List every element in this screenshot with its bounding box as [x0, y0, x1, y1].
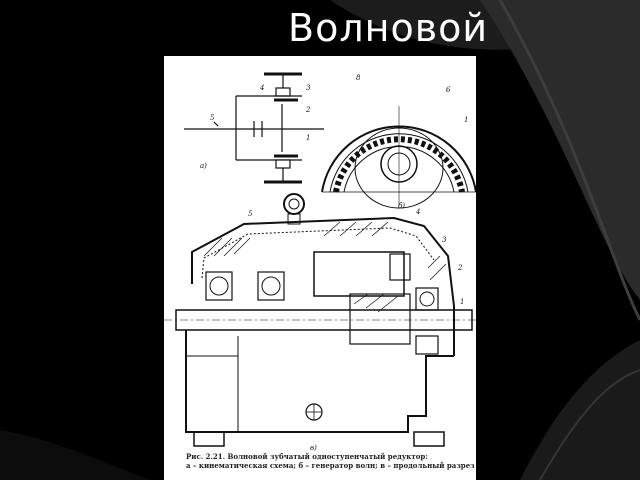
section-hatching — [203, 221, 447, 313]
part-number-3: 3 — [306, 84, 311, 92]
gear-reducer-drawing: 4 3 2 1 5 а) 8 6 1 б) — [164, 72, 476, 452]
caption-line-2: а – кинематическая схема; б – генератор … — [186, 461, 475, 470]
part-number-8: 8 — [356, 74, 361, 82]
caption-line-1: Рис. 2.21. Волновой зубчатый одноступенч… — [186, 452, 428, 461]
slide-title: Волновой — [288, 6, 489, 50]
part-number-2-section: 2 — [457, 264, 463, 272]
part-number-4-section: 4 — [415, 208, 420, 216]
label-b: б) — [398, 202, 405, 210]
part-number-1: 1 — [306, 134, 310, 142]
label-a: а) — [200, 162, 207, 170]
part-number-5-section: 5 — [248, 210, 253, 218]
part-number-5: 5 — [210, 114, 215, 122]
wave-generator — [321, 106, 476, 209]
engineering-figure: 4 3 2 1 5 а) 8 6 1 б) — [164, 56, 476, 480]
part-number-6: 6 — [446, 86, 451, 94]
figure-caption: Рис. 2.21. Волновой зубчатый одноступенч… — [164, 452, 476, 470]
part-number-4: 4 — [259, 84, 264, 92]
label-v: в) — [310, 444, 317, 452]
part-number-1-section: 1 — [460, 298, 464, 306]
part-number-2: 2 — [305, 106, 311, 114]
longitudinal-section — [164, 193, 476, 447]
part-number-1-b: 1 — [464, 116, 468, 124]
part-number-3-section: 3 — [442, 236, 447, 244]
kinematic-scheme — [184, 72, 324, 184]
